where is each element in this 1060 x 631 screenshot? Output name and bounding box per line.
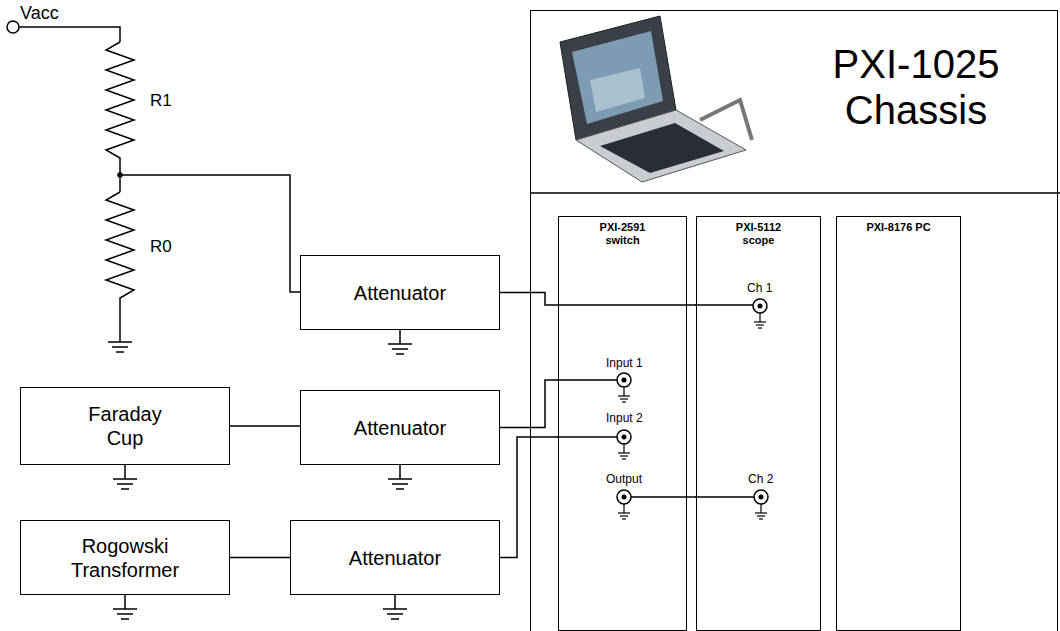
module-name: PXI-8176 PC xyxy=(862,221,936,234)
laptop-screen-shade xyxy=(590,68,645,112)
ground-symbol xyxy=(117,483,133,485)
ground-symbol xyxy=(388,465,412,489)
ground-symbol xyxy=(396,488,404,490)
chassis-panel: PXI-1025 ChassisPXI-2591 switch PXI-5112 … xyxy=(530,10,1058,631)
signal-cable xyxy=(230,557,290,559)
process-box: Faraday Cup xyxy=(20,387,230,465)
wire xyxy=(120,175,300,292)
ground-symbol xyxy=(392,348,408,350)
process-box: Attenuator xyxy=(300,390,500,465)
bnc-connector xyxy=(753,299,767,328)
signal-cable xyxy=(500,437,558,558)
ground-symbol xyxy=(399,330,401,344)
chassis-divider xyxy=(530,192,1060,194)
ground-symbol xyxy=(388,478,412,480)
box-label: Attenuator xyxy=(354,281,446,305)
box-label: Attenuator xyxy=(354,416,446,440)
module-name: PXI-2591 switch xyxy=(586,221,660,246)
process-box: Attenuator xyxy=(290,520,500,595)
process-box: Attenuator xyxy=(300,255,500,330)
signal-cable xyxy=(500,380,558,428)
ground-symbol xyxy=(113,465,137,489)
process-box: Rogowski Transformer xyxy=(20,520,230,595)
component-label: R0 xyxy=(150,238,172,257)
ground-symbol xyxy=(108,341,132,343)
module-card: PXI-5112 scope xyxy=(696,216,821,631)
ground-symbol xyxy=(392,483,408,485)
voltage-divider xyxy=(7,21,300,342)
ground-symbol xyxy=(121,618,129,620)
ground-symbol xyxy=(396,353,404,355)
wire xyxy=(631,496,686,498)
ground-symbol xyxy=(116,351,124,353)
ground-symbol xyxy=(113,608,137,610)
wire xyxy=(695,304,753,306)
ground-symbol xyxy=(121,488,129,490)
ground-symbol xyxy=(387,613,403,615)
component-label: Vacc xyxy=(20,4,59,24)
bnc-connector xyxy=(617,373,631,402)
signal-cable xyxy=(500,437,558,558)
box-label: Faraday Cup xyxy=(75,402,175,450)
ground-symbol xyxy=(391,618,399,620)
vacc-terminal xyxy=(7,21,19,33)
bnc-connector xyxy=(754,490,768,519)
module-name: PXI-5112 scope xyxy=(722,221,796,246)
laptop-screen xyxy=(572,31,663,124)
port-label: Input 1 xyxy=(606,357,643,370)
wire xyxy=(557,379,617,381)
laptop-keyboard xyxy=(600,123,724,173)
signal-cable xyxy=(687,497,696,498)
port-label: Ch 1 xyxy=(747,282,772,295)
ground-symbol xyxy=(394,595,396,609)
port-label: Ch 2 xyxy=(748,473,773,486)
laptop-base xyxy=(576,110,746,182)
wire xyxy=(695,496,754,498)
ground-symbol xyxy=(113,478,137,480)
connector-wires xyxy=(557,305,754,497)
signal-cable xyxy=(500,380,558,428)
ground-symbol xyxy=(117,613,133,615)
ground-symbol xyxy=(399,465,401,479)
signal-cable xyxy=(230,425,300,427)
wire xyxy=(19,27,120,42)
bnc-connector xyxy=(617,430,631,459)
ground-symbol xyxy=(112,346,128,348)
wire xyxy=(557,436,617,438)
chassis-title: PXI-1025 Chassis xyxy=(781,41,1051,133)
ground-symbol xyxy=(388,343,412,345)
module-card: PXI-8176 PC xyxy=(836,216,961,631)
ground-symbol xyxy=(108,342,132,352)
resistor-symbol xyxy=(106,42,134,192)
signal-cable xyxy=(230,426,300,427)
ground-symbol xyxy=(124,465,126,479)
port-label: Input 2 xyxy=(606,412,643,425)
ground-symbol xyxy=(383,595,407,619)
resistor-symbol xyxy=(106,192,134,342)
ground-symbol xyxy=(124,595,126,609)
laptop-illustration xyxy=(560,16,752,182)
ground-symbol xyxy=(383,608,407,610)
box-label: Rogowski Transformer xyxy=(60,534,190,582)
bnc-connector xyxy=(617,490,631,519)
ground-symbol xyxy=(113,595,137,619)
ground-symbol xyxy=(388,330,412,354)
port-label: Output xyxy=(606,473,642,486)
signal-cable xyxy=(230,557,290,558)
signal-cable xyxy=(687,496,696,498)
laptop-handle xyxy=(700,100,752,140)
box-label: Attenuator xyxy=(349,546,441,570)
component-label: R1 xyxy=(150,92,172,111)
